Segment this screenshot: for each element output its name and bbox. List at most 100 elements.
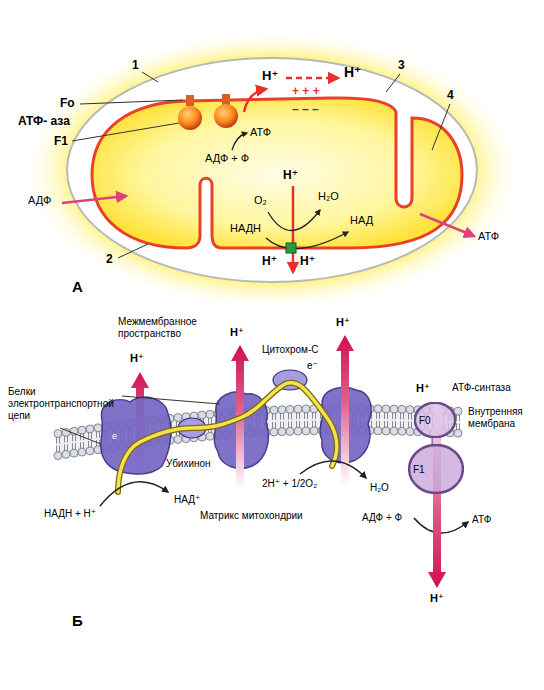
node-ellipse — [409, 445, 463, 493]
lipid-head — [198, 411, 206, 419]
f1-ball — [214, 104, 238, 128]
lipid-head — [54, 452, 62, 460]
proton-pump-arrow — [336, 335, 354, 485]
lipid-head — [78, 448, 86, 456]
panel-letter: А — [72, 278, 83, 296]
transport-arrow — [62, 196, 126, 203]
callout-number: 1 — [132, 58, 139, 72]
part-label: Fo — [60, 96, 75, 110]
fo-stem — [222, 94, 230, 105]
lipid-head — [86, 425, 94, 433]
lipid-head — [174, 414, 182, 422]
molecule-label: АДФ + Ф — [205, 152, 249, 165]
panel-letter: Б — [72, 612, 83, 630]
lipid-head — [374, 405, 382, 413]
molecule-label: АТФ — [472, 514, 491, 526]
lipid-head — [406, 428, 414, 436]
reaction-label: НАДН + H⁺ — [44, 508, 96, 520]
electron-label: e⁻ — [307, 360, 318, 372]
charge-sign: + + + — [292, 84, 320, 98]
molecule-label: H₂O — [370, 482, 389, 494]
lipid-head — [286, 405, 294, 413]
outer-membrane — [67, 58, 477, 282]
proton-flow-arrow — [286, 77, 338, 80]
molecule-label: АТФ — [250, 126, 271, 139]
lipid-head — [406, 406, 414, 414]
ion-label: H⁺ — [262, 254, 277, 268]
lipid-head — [454, 429, 462, 437]
proton-arrow — [292, 186, 295, 272]
lipid-head — [294, 405, 302, 413]
molecule-label: НАДН — [230, 222, 261, 235]
lipid-head — [302, 427, 310, 435]
ion-label: H⁺ — [283, 168, 298, 182]
callout-number: 2 — [106, 252, 113, 266]
lipid-head — [286, 427, 294, 435]
ion-label: H⁺ — [430, 592, 444, 605]
lipid-head — [398, 427, 406, 435]
ion-label: H⁺ — [300, 254, 315, 268]
ion-label: H⁺ — [262, 68, 278, 84]
lipid-head — [398, 405, 406, 413]
lipid-head — [94, 424, 102, 432]
reaction-arrow — [100, 482, 168, 506]
protein-label: АТФ-синтаза — [452, 382, 511, 394]
ion-label: H⁺ — [336, 316, 350, 329]
protein-label: Цитохром-С — [262, 344, 318, 356]
reaction-arrow — [232, 133, 247, 150]
electron-path — [118, 383, 337, 492]
charge-sign: – – – — [292, 102, 319, 116]
node-text: F0 — [419, 415, 431, 426]
inner-membrane — [92, 98, 462, 248]
reaction-label: 2H⁺ + 1/2O₂ — [262, 478, 317, 490]
reaction-label: АДФ + Ф — [362, 512, 402, 524]
lipid-head — [270, 428, 278, 436]
lipid-head — [70, 449, 78, 457]
reaction-arrow — [268, 210, 320, 231]
molecule-label: АДФ — [28, 194, 51, 207]
lipid-head — [174, 436, 182, 444]
fo-stem — [186, 95, 194, 106]
lipid-head — [390, 405, 398, 413]
lipid-head — [302, 405, 310, 413]
node-ellipse — [415, 403, 455, 438]
molecule-label: НАД — [350, 214, 373, 227]
proton-arrow — [244, 89, 266, 112]
ion-label: H⁺ — [416, 382, 430, 395]
molecule-label: НАД⁺ — [174, 494, 200, 506]
lipid-head — [206, 410, 214, 418]
region-label: Межмембранное пространство — [118, 316, 230, 340]
molecule-label: O₂ — [254, 194, 267, 207]
enzyme-square — [286, 243, 296, 253]
f1-subunit: F1 — [408, 444, 464, 494]
part-label: F1 — [54, 134, 68, 148]
lipid-head — [278, 406, 286, 414]
lipid-head — [294, 427, 302, 435]
molecule-label: H₂O — [318, 190, 339, 203]
lipid-head — [86, 447, 94, 455]
lipid-head — [310, 427, 318, 435]
lipid-head — [62, 450, 70, 458]
lipid-head — [278, 428, 286, 436]
callout-number: 4 — [447, 88, 454, 102]
electron-label: e — [112, 431, 117, 442]
leader-lines — [72, 72, 450, 258]
lipid-head — [390, 427, 398, 435]
lipid-head — [382, 427, 390, 435]
lipid-head — [382, 405, 390, 413]
fo-subunit: F0 — [414, 402, 456, 438]
lipid-head — [206, 432, 214, 440]
f1-ball — [178, 106, 202, 130]
lipid-head — [78, 426, 86, 434]
lipid-head — [270, 406, 278, 414]
lipid-head — [54, 430, 62, 438]
node-text: F1 — [413, 464, 425, 475]
lipid-head — [374, 427, 382, 435]
protein-label: Белки электронтранспортной цепи — [8, 386, 122, 422]
reaction-arrow — [266, 232, 348, 249]
electron-path-edge — [118, 383, 337, 492]
ion-label: H⁺ — [344, 64, 362, 81]
molecule-label: Убихинон — [166, 458, 211, 470]
reaction-arrow — [300, 461, 366, 478]
